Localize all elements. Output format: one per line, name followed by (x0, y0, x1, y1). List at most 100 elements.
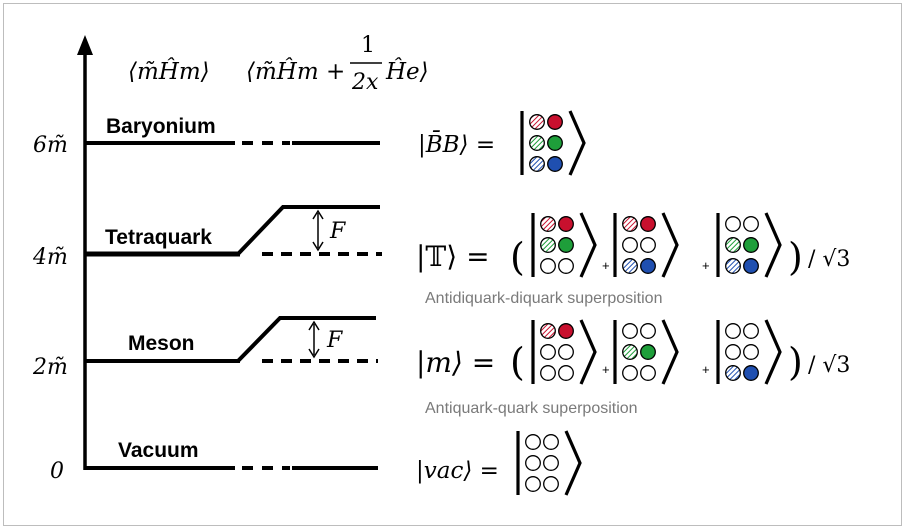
green-antiquark-circle (725, 237, 741, 253)
ket-angle (661, 212, 679, 278)
tick-4m: 4m̃ (32, 245, 68, 270)
tetraquark-rparen: ) (788, 235, 803, 279)
ket-baryonium-state (520, 110, 586, 176)
red-antiquark-circle (540, 216, 556, 232)
blue-antiquark-circle (529, 156, 545, 172)
empty-circle (558, 258, 574, 274)
green-antiquark-circle (529, 135, 545, 151)
green-quark-circle (743, 237, 759, 253)
green-quark-circle (547, 135, 563, 151)
ket-angle (579, 212, 597, 278)
empty-circle (558, 365, 574, 381)
empty-circle (725, 216, 741, 232)
blue-quark-circle (547, 156, 563, 172)
empty-circle (543, 476, 559, 492)
level-label-tetraquark: Tetraquark (105, 226, 212, 249)
meson-lparen: ( (510, 340, 525, 384)
empty-circle (640, 365, 656, 381)
ket-vacuum: |vac⟩ = (416, 458, 499, 484)
empty-circle (525, 476, 541, 492)
blue-quark-circle (743, 258, 759, 274)
blue-antiquark-circle (725, 258, 741, 274)
header-fraction-numerator: 1 (361, 33, 375, 58)
ket-baryonium: |B̄B⟩ = (418, 131, 495, 158)
red-quark-circle (547, 114, 563, 130)
ket-tetraquark-state-1 (531, 212, 597, 278)
meson-plus-2: + (702, 362, 710, 377)
header-hm-he-left: ⟨m̃Ĥm + (246, 58, 345, 85)
figure-frame (3, 3, 902, 526)
tick-6m: 6m̃ (33, 133, 68, 158)
tetraquark-lparen: ( (510, 235, 525, 279)
level-label-vacuum: Vacuum (118, 439, 199, 462)
empty-circle (558, 344, 574, 360)
ket-angle (579, 319, 597, 385)
empty-circle (725, 344, 741, 360)
ket-tetraquark-state-3 (716, 212, 782, 278)
gap-label-meson: F (326, 328, 343, 353)
meson-caption: Antiquark-quark superposition (425, 400, 638, 417)
empty-circle (743, 216, 759, 232)
header-he-right: Ĥe⟩ (385, 58, 429, 85)
tetraquark-norm: / √3 (808, 247, 850, 272)
ket-meson: |m⟩ = (416, 346, 495, 379)
level-tetraquark-raised (236, 205, 380, 256)
gap-label-tetraquark: F (329, 219, 346, 244)
empty-circle (622, 365, 638, 381)
ket-meson-state-3 (716, 319, 782, 385)
red-quark-circle (558, 323, 574, 339)
tetraquark-plus-2: + (702, 258, 710, 273)
level-label-meson: Meson (128, 332, 195, 355)
green-antiquark-circle (540, 237, 556, 253)
empty-circle (525, 434, 541, 450)
empty-circle (743, 344, 759, 360)
blue-antiquark-circle (622, 258, 638, 274)
tick-0: 0 (50, 459, 64, 484)
empty-circle (640, 237, 656, 253)
empty-circle (725, 323, 741, 339)
empty-circle (622, 323, 638, 339)
empty-circle (743, 323, 759, 339)
ket-angle (568, 110, 586, 176)
empty-circle (540, 344, 556, 360)
meson-norm: / √3 (808, 353, 850, 378)
level-label-baryonium: Baryonium (106, 115, 216, 138)
green-quark-circle (558, 237, 574, 253)
ket-meson-state-1 (531, 319, 597, 385)
ket-angle (764, 212, 782, 278)
red-quark-circle (558, 216, 574, 232)
empty-circle (640, 323, 656, 339)
empty-circle (543, 434, 559, 450)
tetraquark-plus-1: + (602, 258, 610, 273)
green-quark-circle (640, 344, 656, 360)
meson-rparen: ) (788, 340, 803, 384)
empty-circle (622, 237, 638, 253)
green-antiquark-circle (622, 344, 638, 360)
empty-circle (540, 365, 556, 381)
red-quark-circle (640, 216, 656, 232)
ket-tetraquark: |𝕋⟩ = (416, 240, 490, 273)
tetraquark-caption: Antidiquark-diquark superposition (425, 290, 662, 307)
empty-circle (540, 258, 556, 274)
ket-angle (764, 319, 782, 385)
ket-vacuum-state (516, 430, 582, 496)
tick-2m: 2m̃ (32, 355, 68, 380)
meson-plus-1: + (602, 362, 610, 377)
red-antiquark-circle (622, 216, 638, 232)
empty-circle (525, 455, 541, 471)
quark-state-kets (516, 110, 782, 496)
blue-quark-circle (640, 258, 656, 274)
ket-angle (564, 430, 582, 496)
empty-circle (543, 455, 559, 471)
level-meson-raised (236, 316, 376, 363)
axis-arrowhead (77, 35, 93, 55)
red-antiquark-circle (540, 323, 556, 339)
header-hm-expectation: ⟨m̃Ĥm⟩ (128, 58, 210, 85)
red-antiquark-circle (529, 114, 545, 130)
header-fraction-denominator: 2x (351, 70, 379, 95)
blue-quark-circle (743, 365, 759, 381)
ket-angle (661, 319, 679, 385)
ket-tetraquark-state-2 (613, 212, 679, 278)
ket-meson-state-2 (613, 319, 679, 385)
